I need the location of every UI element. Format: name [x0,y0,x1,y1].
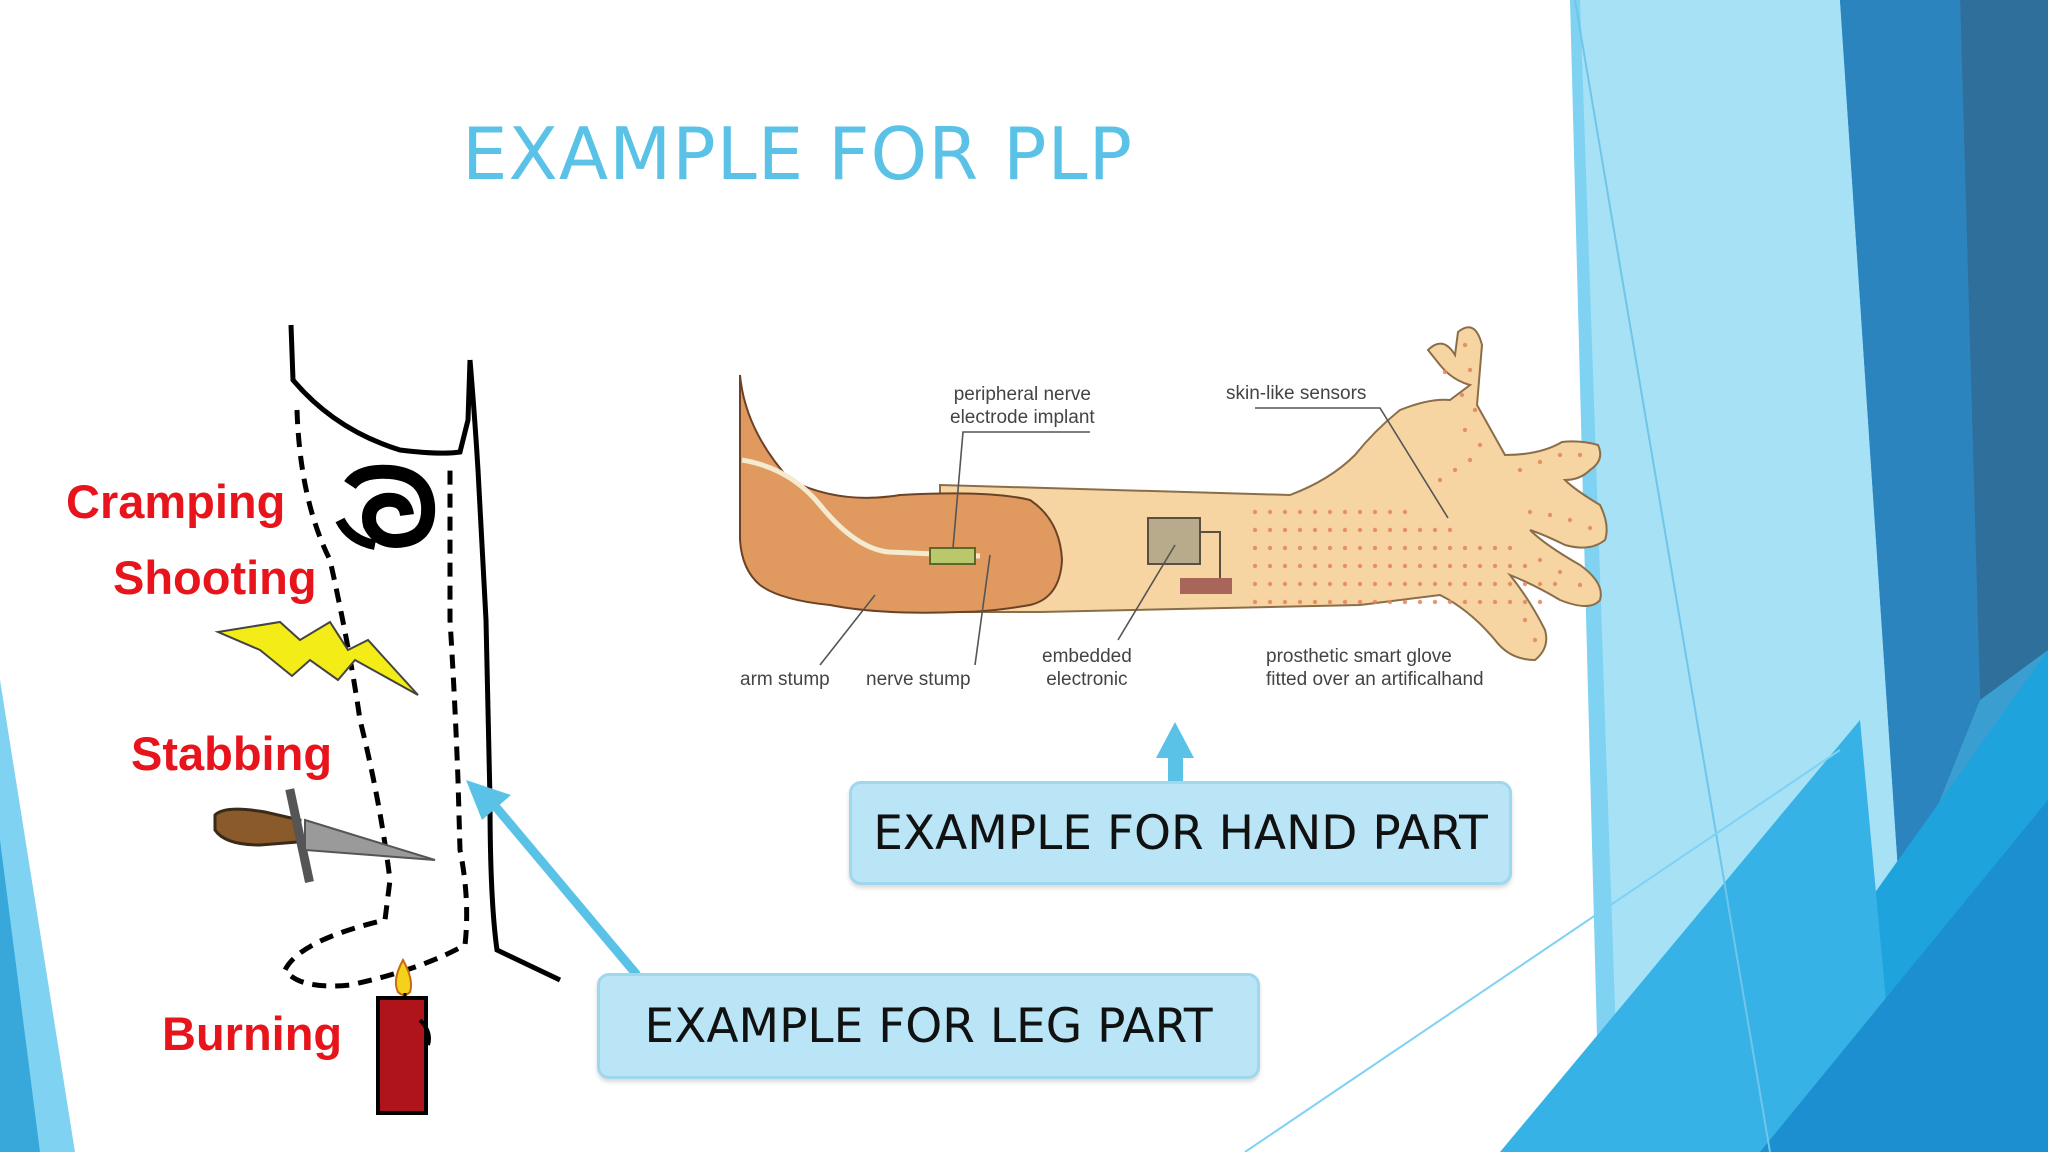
electrode-implant [929,547,976,565]
hand-part-callout: EXAMPLE FOR HAND PART [849,781,1512,885]
pain-label-burning: Burning [162,1007,343,1060]
label-skin-sensors: skin-like sensors [1226,383,1367,404]
label-embedded-electronic: embedded electronic [1042,646,1132,690]
label-arm-stump: arm stump [740,669,830,690]
label-prosthetic-glove: prosthetic smart glove fitted over an ar… [1266,646,1484,690]
slide-title: EXAMPLE FOR PLP [462,112,1134,196]
pain-label-cramping: Cramping [66,475,286,528]
pain-label-shooting: Shooting [113,551,317,604]
label-peripheral-nerve: peripheral nerve electrode implant [950,384,1095,428]
lightning-bolt-icon [214,620,419,696]
arrow-diagonal-icon [466,780,641,978]
embedded-electronic-chip [1147,517,1201,565]
skin-sensor-grid [1252,342,1593,643]
leg-part-callout: EXAMPLE FOR LEG PART [597,973,1260,1079]
label-nerve-stump: nerve stump [866,669,971,690]
arrow-up-icon [1156,722,1194,782]
cramp-knot-icon [335,464,436,550]
dagger-icon [213,788,436,883]
candle-icon [376,957,431,1115]
pain-label-stabbing: Stabbing [131,727,333,780]
